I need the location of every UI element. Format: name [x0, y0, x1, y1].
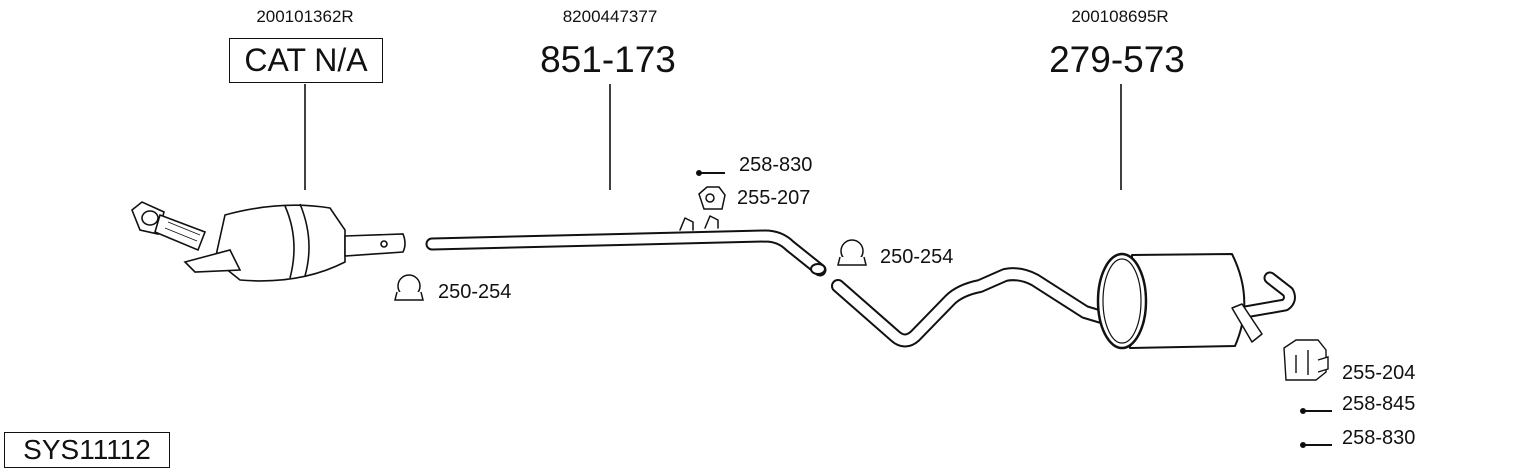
system-id-box: SYS11112	[4, 432, 170, 468]
rear-muffler-drawing	[831, 252, 1296, 350]
bolt-top-icon	[696, 170, 725, 176]
clamp-front-icon	[394, 274, 424, 301]
front-pipe-drawing	[425, 215, 827, 277]
accessory-bolt-top[interactable]: 258-830	[739, 154, 813, 176]
part-number-cat[interactable]: CAT N/A	[229, 38, 383, 83]
oem-number-rear-muffler: 200108695R	[1071, 7, 1169, 26]
part-number-cat-label: CAT N/A	[244, 42, 368, 78]
bracket-icon	[1283, 339, 1329, 381]
accessory-bracket-rear[interactable]: 255-204	[1342, 362, 1416, 384]
clamp-rear-icon	[837, 239, 867, 266]
oem-number-front-pipe: 8200447377	[562, 7, 658, 26]
accessory-bolt-rear-1[interactable]: 258-845	[1342, 393, 1416, 415]
accessory-rubber-mount-top[interactable]: 255-207	[737, 187, 811, 209]
accessory-clamp-front[interactable]: 250-254	[438, 281, 512, 303]
rubber-mount-icon	[698, 186, 726, 210]
accessory-clamp-rear[interactable]: 250-254	[880, 246, 954, 268]
part-number-front-pipe[interactable]: 851-173	[540, 39, 676, 80]
part-number-rear-muffler[interactable]: 279-573	[1049, 39, 1185, 80]
oem-number-cat: 200101362R	[256, 7, 354, 26]
bolt-rear-1-icon	[1300, 408, 1332, 414]
accessory-bolt-rear-2[interactable]: 258-830	[1342, 427, 1416, 449]
catalytic-converter-drawing	[131, 201, 406, 282]
system-id: SYS11112	[23, 434, 151, 465]
bolt-rear-2-icon	[1300, 442, 1332, 448]
